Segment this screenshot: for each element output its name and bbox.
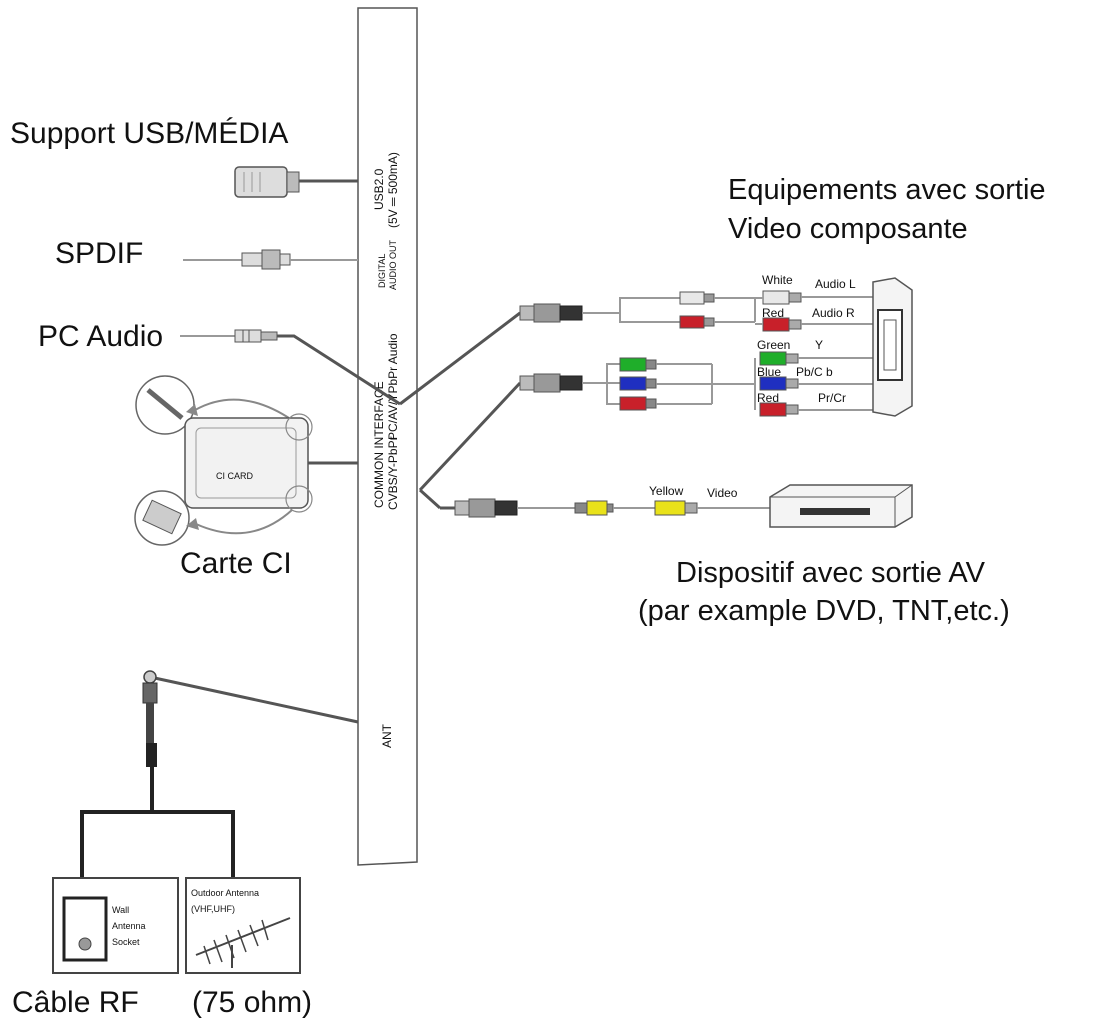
wall-socket-label-3: Socket xyxy=(112,937,140,947)
blue-rca-plug-a xyxy=(619,376,657,391)
wall-socket-label-2: Antenna xyxy=(112,921,146,931)
cable-label-red-2: Red xyxy=(757,391,779,405)
cable-label-red-1: Red xyxy=(762,306,784,320)
cable-label-prcr: Pr/Cr xyxy=(818,391,846,405)
outdoor-antenna-label-2: (VHF,UHF) xyxy=(191,904,235,914)
cable-label-audio-r: Audio R xyxy=(812,306,855,320)
label-rf-cable: Câble RF xyxy=(12,986,139,1019)
pc-audio-cable-to-panel xyxy=(277,334,401,406)
port-label-common: COMMON INTERFACE xyxy=(372,381,386,508)
av-jack-icon xyxy=(454,498,518,518)
usb-plug-icon xyxy=(234,166,300,198)
yellow-rca-plug-a xyxy=(574,500,614,516)
label-av-device-2: (par example DVD, TNT,etc.) xyxy=(638,595,1010,627)
audio-cable-split-red xyxy=(619,313,680,323)
cable-label-video: Video xyxy=(707,486,738,500)
port-label-digital-2: AUDIO OUT xyxy=(388,239,398,290)
cable-label-blue: Blue xyxy=(757,365,781,379)
red-rca-plug-a xyxy=(679,315,715,329)
coax-connector-icon xyxy=(142,670,158,767)
red-rca-plug-b xyxy=(762,317,802,332)
ci-card-text: CI CARD xyxy=(216,471,254,481)
label-spdif: SPDIF xyxy=(55,237,143,270)
label-ci-card: Carte CI xyxy=(180,547,292,580)
video-split-red xyxy=(606,383,620,405)
port-label-pc-av: PC/AV/YPbPr Audio xyxy=(386,333,400,440)
cable-label-white: White xyxy=(762,273,793,287)
label-rf-ohm: (75 ohm) xyxy=(192,986,312,1019)
port-label-cvbs: CVBS/Y-PbPr xyxy=(386,436,400,510)
component-audio-jack-icon xyxy=(519,303,583,323)
red-rca-plug-c xyxy=(619,396,657,411)
audio-cable-split-white xyxy=(582,297,680,314)
green-rca-plug-a xyxy=(619,357,657,372)
tv-side-panel xyxy=(357,7,418,866)
cable-label-audio-l: Audio L xyxy=(815,277,856,291)
av-cable-branch xyxy=(418,488,442,510)
port-label-usb-2: (5V ═ 500mA) xyxy=(386,152,400,228)
cable-label-pbcb: Pb/C b xyxy=(796,365,833,379)
cable-label-green: Green xyxy=(757,338,790,352)
red-rca-plug-d xyxy=(759,402,799,417)
label-component-2: Video composante xyxy=(728,213,968,245)
label-usb-media: Support USB/MÉDIA xyxy=(10,117,288,150)
label-av-device-1: Dispositif avec sortie AV xyxy=(676,557,986,589)
white-rca-plug-b xyxy=(762,290,802,305)
video-split-green xyxy=(582,363,620,384)
pc-audio-plug-icon xyxy=(234,329,278,343)
label-component-1: Equipements avec sortie xyxy=(728,174,1046,206)
spdif-plug-icon xyxy=(241,249,291,270)
antenna-cable-to-panel xyxy=(149,675,359,724)
component-audio-cable xyxy=(399,311,521,406)
outdoor-antenna-icon xyxy=(185,877,301,974)
wall-socket-label-1: Wall xyxy=(112,905,129,915)
label-pc-audio: PC Audio xyxy=(38,320,163,353)
ci-card-icon: CI CARD xyxy=(134,375,313,546)
port-label-digital-1: DIGITAL xyxy=(377,254,387,288)
yellow-rca-plug-b xyxy=(654,500,698,516)
cable-label-yellow: Yellow xyxy=(649,484,684,498)
dvd-player-icon xyxy=(769,484,913,528)
blue-rca-plug-b xyxy=(759,376,799,391)
port-label-usb-1: USB2.0 xyxy=(372,168,386,210)
component-video-cable xyxy=(418,381,522,492)
white-rca-plug-a xyxy=(679,291,715,305)
green-rca-plug-b xyxy=(759,351,799,366)
component-video-jack-icon xyxy=(519,373,583,393)
wall-antenna-socket-icon xyxy=(52,877,179,974)
port-label-ant: ANT xyxy=(380,723,394,748)
component-device-icon xyxy=(872,277,913,417)
outdoor-antenna-label-1: Outdoor Antenna xyxy=(191,888,259,898)
cable-label-y: Y xyxy=(815,338,823,352)
